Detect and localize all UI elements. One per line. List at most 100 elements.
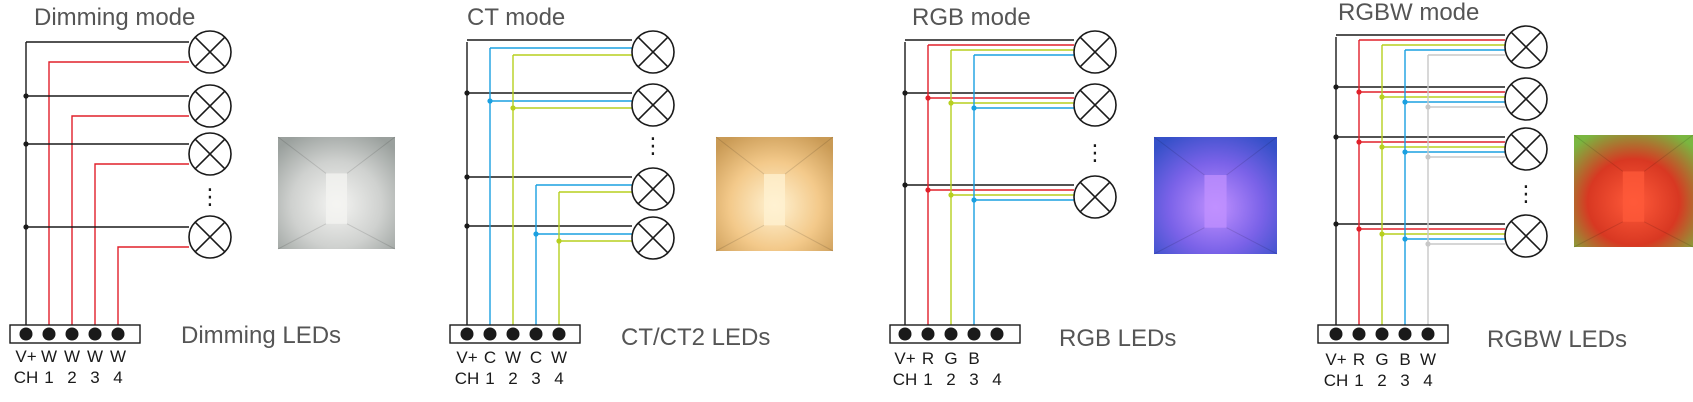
junction-dot: [464, 90, 470, 96]
terminal-label-top: W: [1420, 350, 1436, 369]
corridor-edge: [1226, 136, 1278, 176]
wires-group: [902, 39, 1074, 325]
lamp-cross: [194, 90, 226, 122]
lamp-icon: [188, 132, 232, 176]
terminal-label-top: W: [41, 347, 57, 366]
ellipsis-icon: ⋮: [1084, 141, 1106, 166]
terminal-label-top: G: [944, 349, 957, 368]
terminal-pin: [990, 327, 1004, 341]
terminal-pin: [552, 327, 566, 341]
panel-title: RGBW mode: [1338, 0, 1479, 26]
corridor-end: [1622, 171, 1645, 222]
junction-dot: [23, 93, 29, 99]
lamp-icon: [631, 167, 675, 211]
wires-group: [23, 41, 189, 325]
terminal-pin: [1375, 327, 1389, 341]
terminal-pin: [506, 327, 520, 341]
lamp-icon: [631, 83, 675, 127]
junction-dot: [902, 182, 908, 188]
lamp-icon: [1073, 30, 1117, 74]
corridor-edge: [277, 136, 327, 174]
terminal-label-top: W: [87, 347, 103, 366]
junction-dot: [902, 90, 908, 96]
lamp-cross: [1510, 83, 1542, 115]
lamp-cross: [1510, 31, 1542, 63]
corridor-edge: [346, 136, 396, 174]
corridor-edge: [346, 223, 396, 250]
lamps-group: ⋮: [1504, 25, 1548, 258]
terminal-label-bottom: 1: [44, 368, 53, 387]
lamp-cross: [637, 36, 669, 68]
terminal-label-bottom: 3: [531, 369, 540, 388]
lamp-icon: [188, 215, 232, 259]
terminal-label-bottom: CH: [455, 369, 480, 388]
photo-container: [1573, 134, 1693, 248]
photo-container: [1153, 136, 1278, 255]
wire-ch4: [117, 246, 189, 325]
lamp-icon: [188, 30, 232, 74]
terminal-label-top: V+: [15, 347, 36, 366]
lamp-icon: [1504, 127, 1548, 171]
lamp-cross: [194, 138, 226, 170]
terminal-label-bottom: 2: [67, 368, 76, 387]
terminal-label-top: B: [968, 349, 979, 368]
corridor-edge: [1153, 136, 1205, 176]
lamps-group: ⋮: [631, 30, 675, 260]
terminal-label-bottom: 1: [923, 370, 932, 389]
lamp-icon: [1073, 83, 1117, 127]
corridor-edge: [1226, 227, 1278, 255]
junction-dot: [1333, 221, 1339, 227]
ellipsis-icon: ⋮: [199, 185, 221, 210]
terminal-label-bottom: 2: [508, 369, 517, 388]
terminal-pin: [42, 327, 56, 341]
junction-dot: [23, 141, 29, 147]
photo-container: [277, 136, 396, 250]
lamp-icon: [631, 216, 675, 260]
corridor-edge: [1643, 221, 1693, 248]
ellipsis-icon: ⋮: [1515, 182, 1537, 207]
terminal-label-bottom: 2: [1377, 371, 1386, 390]
terminal-pin: [921, 327, 935, 341]
corridor-edge: [1573, 221, 1624, 248]
panel-title: RGB mode: [912, 4, 1031, 31]
terminal-label-top: C: [530, 348, 542, 367]
leds-label: RGBW LEDs: [1487, 326, 1627, 353]
white-corridor-photo: [277, 136, 396, 250]
corridor-edge: [715, 136, 765, 175]
leds-label: Dimming LEDs: [181, 322, 341, 349]
terminal-label-top: W: [64, 347, 80, 366]
terminal-label-top: V+: [894, 349, 915, 368]
corridor-end: [325, 173, 348, 224]
lamps-group: ⋮: [188, 30, 232, 259]
lamp-cross: [637, 173, 669, 205]
junction-dot: [23, 224, 29, 230]
lamp-icon: [1504, 214, 1548, 258]
corridor-edge: [1573, 134, 1624, 172]
terminal-label-bottom: 4: [1423, 371, 1432, 390]
junction-dot: [464, 223, 470, 229]
terminal-pin: [1352, 327, 1366, 341]
terminal-label-top: W: [505, 348, 521, 367]
lamp-cross: [1079, 36, 1111, 68]
terminal-label-top: W: [110, 347, 126, 366]
lamp-cross: [1510, 133, 1542, 165]
terminal-label-bottom: 3: [969, 370, 978, 389]
junction-dot: [464, 174, 470, 180]
terminal-label-bottom: 1: [485, 369, 494, 388]
terminal-label-top: G: [1375, 350, 1388, 369]
lamp-cross: [1079, 89, 1111, 121]
wire-ch1: [48, 61, 189, 325]
lamp-cross: [194, 221, 226, 253]
terminal-pin: [483, 327, 497, 341]
lamp-cross: [1079, 181, 1111, 213]
terminal-pin: [19, 327, 33, 341]
terminal-pin: [1398, 327, 1412, 341]
terminal-label-bottom: CH: [14, 368, 39, 387]
terminal-pin: [898, 327, 912, 341]
terminal-label-bottom: 3: [1400, 371, 1409, 390]
lamp-icon: [631, 30, 675, 74]
terminal-label-top: V+: [456, 348, 477, 367]
wires-group: [464, 39, 632, 325]
